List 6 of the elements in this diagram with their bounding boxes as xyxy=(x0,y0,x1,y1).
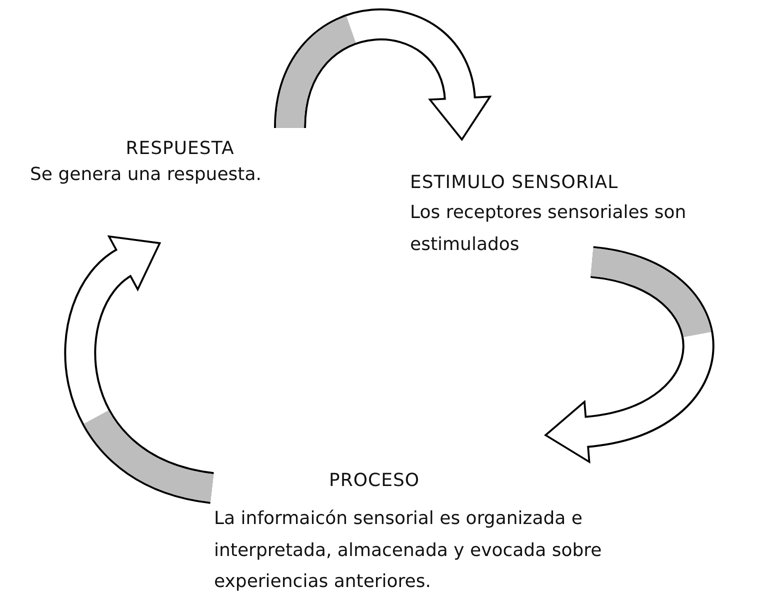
node-heading: ESTIMULO SENSORIAL xyxy=(410,172,618,193)
node-description: La informaicón sensorial es organizada e interpretada, almacenada y evocada sobre experiencias anteriores. xyxy=(214,507,603,594)
node-heading: PROCESO xyxy=(329,470,420,491)
node-description: Se genera una respuesta. xyxy=(30,163,262,187)
node-description: Los receptores sensoriales son estimulados xyxy=(410,201,688,256)
node-heading: RESPUESTA xyxy=(126,138,234,159)
